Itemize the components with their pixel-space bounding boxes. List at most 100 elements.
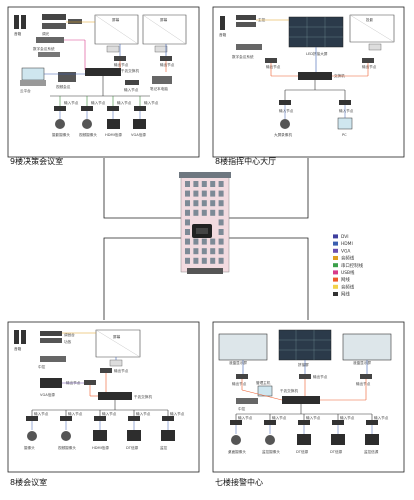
window <box>218 229 224 235</box>
camera-icon <box>265 435 275 445</box>
in-node-label-2: 输入节点 <box>91 100 106 105</box>
switch-icon <box>98 392 132 400</box>
legend-swatch <box>333 248 338 253</box>
speaker-icon <box>220 16 225 30</box>
window <box>218 190 224 197</box>
source-device-icon <box>93 430 107 441</box>
rack-device-icon <box>236 44 262 50</box>
audio-device-icon <box>236 15 256 20</box>
screen-right-label-br: 液晶显示屏 <box>353 360 371 365</box>
input-node-icon <box>162 416 174 421</box>
window <box>210 181 216 187</box>
device-label-3: HDMI信源 <box>105 132 122 137</box>
legend-swatch <box>333 270 338 275</box>
window <box>218 181 224 187</box>
projector-icon <box>109 359 123 367</box>
panel-title-top-left: 9楼决策会议室 <box>10 156 63 166</box>
camera-icon <box>231 435 241 445</box>
switch-label-tr: 交换机 <box>334 73 345 78</box>
window <box>193 209 199 216</box>
window <box>193 248 199 255</box>
switch-icon <box>282 396 320 404</box>
source-device-icon <box>161 430 175 441</box>
legend-label: 音频线 <box>341 283 355 290</box>
amp-label: 功放 <box>64 339 72 344</box>
input-node-label: 输入节点 <box>170 411 185 416</box>
right-dev-label: 笔记本电脑 <box>150 86 168 91</box>
vga-label: VGA信源 <box>40 392 55 397</box>
vga-source-icon <box>133 119 146 129</box>
node-top-label: 输出节点 <box>114 368 129 373</box>
left-device-label: 调光 <box>42 31 50 36</box>
audio-label-bl: 音箱 <box>14 346 22 351</box>
legend-swatch <box>333 263 338 268</box>
window <box>210 190 216 197</box>
device-label: 视频摄像头 <box>58 445 76 450</box>
in-left-label: 输入节点 <box>279 108 294 113</box>
pc-node-label: 输入节点 <box>124 87 139 92</box>
window <box>193 200 199 207</box>
panel-top-right: LED拼接大屏 投影 音箱 主控 数字会议系统 输出节点 输出节点 交换机 <box>212 6 405 166</box>
window <box>185 190 190 197</box>
lcd-right <box>342 333 392 361</box>
rack-device-icon <box>38 52 60 57</box>
source-device-icon <box>127 430 141 441</box>
source-device-icon <box>297 434 311 445</box>
speaker-icon <box>21 15 26 29</box>
output-node-icon <box>265 58 277 63</box>
audio-device-icon <box>42 14 66 20</box>
legend-swatch <box>333 277 338 282</box>
camera-icon <box>280 119 290 129</box>
input-node-label: 输入节点 <box>238 415 253 420</box>
input-node-label: 输入节点 <box>136 411 151 416</box>
panel-title-bottom-right: 七楼接警中心 <box>215 477 263 487</box>
system-label: 数字会议系统 <box>33 46 55 51</box>
speaker-icon <box>21 330 26 344</box>
ctrl-icon <box>40 356 66 362</box>
output-node-icon <box>114 56 126 61</box>
window <box>218 209 224 216</box>
node-left-label-br: 输出节点 <box>232 381 247 386</box>
ctrl-label-br: 中控 <box>238 406 246 411</box>
device-label: 监控摄像头 <box>262 449 280 454</box>
legend-label: 网线 <box>341 276 350 283</box>
legend-swatch <box>333 241 338 246</box>
device-label: 监控信源 <box>364 449 379 454</box>
window <box>185 181 190 187</box>
camera-icon <box>61 431 71 441</box>
panel-top-left: 屏幕 屏幕 音箱 调光 数字会议系统 云平台 视频会议 千兆交换机 输出节点 输… <box>7 6 200 166</box>
in-node-label-1: 输入节点 <box>64 100 79 105</box>
panel-bottom-right: 拼接屏 液晶显示屏 液晶显示屏 输出节点 输出节点 输出节点 千兆交换机 中控 … <box>212 321 405 487</box>
switch-icon <box>298 72 332 80</box>
window <box>201 257 207 264</box>
speaker-icon <box>14 330 19 344</box>
window <box>201 190 207 197</box>
window <box>193 238 199 245</box>
input-node-label: 输入节点 <box>306 415 321 420</box>
rack-device-icon <box>36 37 64 43</box>
window <box>185 209 190 216</box>
device-label: HDMI信源 <box>92 445 109 450</box>
desk-icon <box>20 80 46 86</box>
in-node-label-4: 输入节点 <box>144 100 159 105</box>
legend-swatch <box>333 292 338 296</box>
screen-label-bl: 屏幕 <box>113 334 121 339</box>
device-label: 桌面摄像头 <box>228 449 246 454</box>
window <box>218 248 224 255</box>
window <box>201 181 207 187</box>
input-node-icon <box>279 100 291 105</box>
input-node-icon <box>298 420 310 425</box>
legend-swatch <box>333 256 338 260</box>
window <box>218 200 224 207</box>
window <box>201 209 207 216</box>
input-node-icon <box>128 416 140 421</box>
device-label: DT信源 <box>126 445 139 450</box>
output-node-icon <box>236 374 248 379</box>
host-label: 管理主机 <box>256 380 271 385</box>
input-node-icon <box>230 420 242 425</box>
system-label-tr: 数字会议系统 <box>232 54 254 59</box>
window <box>201 248 207 255</box>
node-right-label: 输出节点 <box>362 64 377 69</box>
switch-label: 千兆交换机 <box>121 68 139 73</box>
speaker-icon <box>14 15 19 29</box>
